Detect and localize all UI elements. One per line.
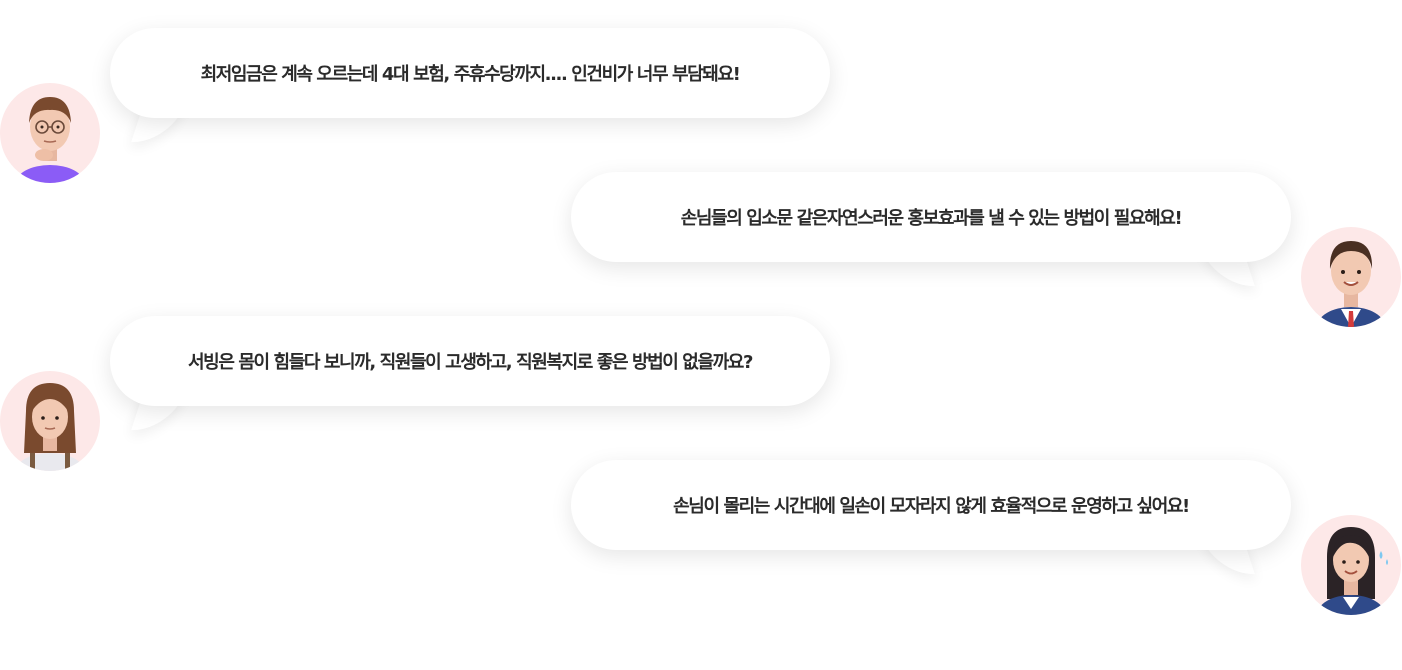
speech-text: 최저임금은 계속 오르는데 4대 보험, 주휴수당까지.... 인건비가 너무 … [200,64,741,85]
speech-text: 손님들의 입소문 같은자연스러운 홍보효과를 낼 수 있는 방법이 필요해요! [680,208,1183,229]
woman-apron-icon [0,371,100,471]
woman-suit-sweating-icon [1301,515,1401,615]
speech-bubble: 최저임금은 계속 오르는데 4대 보험, 주휴수당까지.... 인건비가 너무 … [110,28,830,118]
man-suit-tie-icon [1301,227,1401,327]
speech-bubble: 서빙은 몸이 힘들다 보니까, 직원들이 고생하고, 직원복지로 좋은 방법이 … [110,316,830,406]
speech-text: 손님이 몰리는 시간대에 일손이 모자라지 않게 효율적으로 운영하고 싶어요! [673,496,1190,517]
chat-row-3: 서빙은 몸이 힘들다 보니까, 직원들이 고생하고, 직원복지로 좋은 방법이 … [0,316,1402,476]
speech-bubble: 손님들의 입소문 같은자연스러운 홍보효과를 낼 수 있는 방법이 필요해요! [571,172,1291,262]
chat-row-4: 손님이 몰리는 시간대에 일손이 모자라지 않게 효율적으로 운영하고 싶어요! [0,460,1402,620]
speech-bubble: 손님이 몰리는 시간대에 일손이 모자라지 않게 효율적으로 운영하고 싶어요! [571,460,1291,550]
chat-row-1: 최저임금은 계속 오르는데 4대 보험, 주휴수당까지.... 인건비가 너무 … [0,28,1402,188]
speech-text: 서빙은 몸이 힘들다 보니까, 직원들이 고생하고, 직원복지로 좋은 방법이 … [188,352,753,373]
chat-row-2: 손님들의 입소문 같은자연스러운 홍보효과를 낼 수 있는 방법이 필요해요! [0,172,1402,332]
man-glasses-thinking-icon [0,83,100,183]
